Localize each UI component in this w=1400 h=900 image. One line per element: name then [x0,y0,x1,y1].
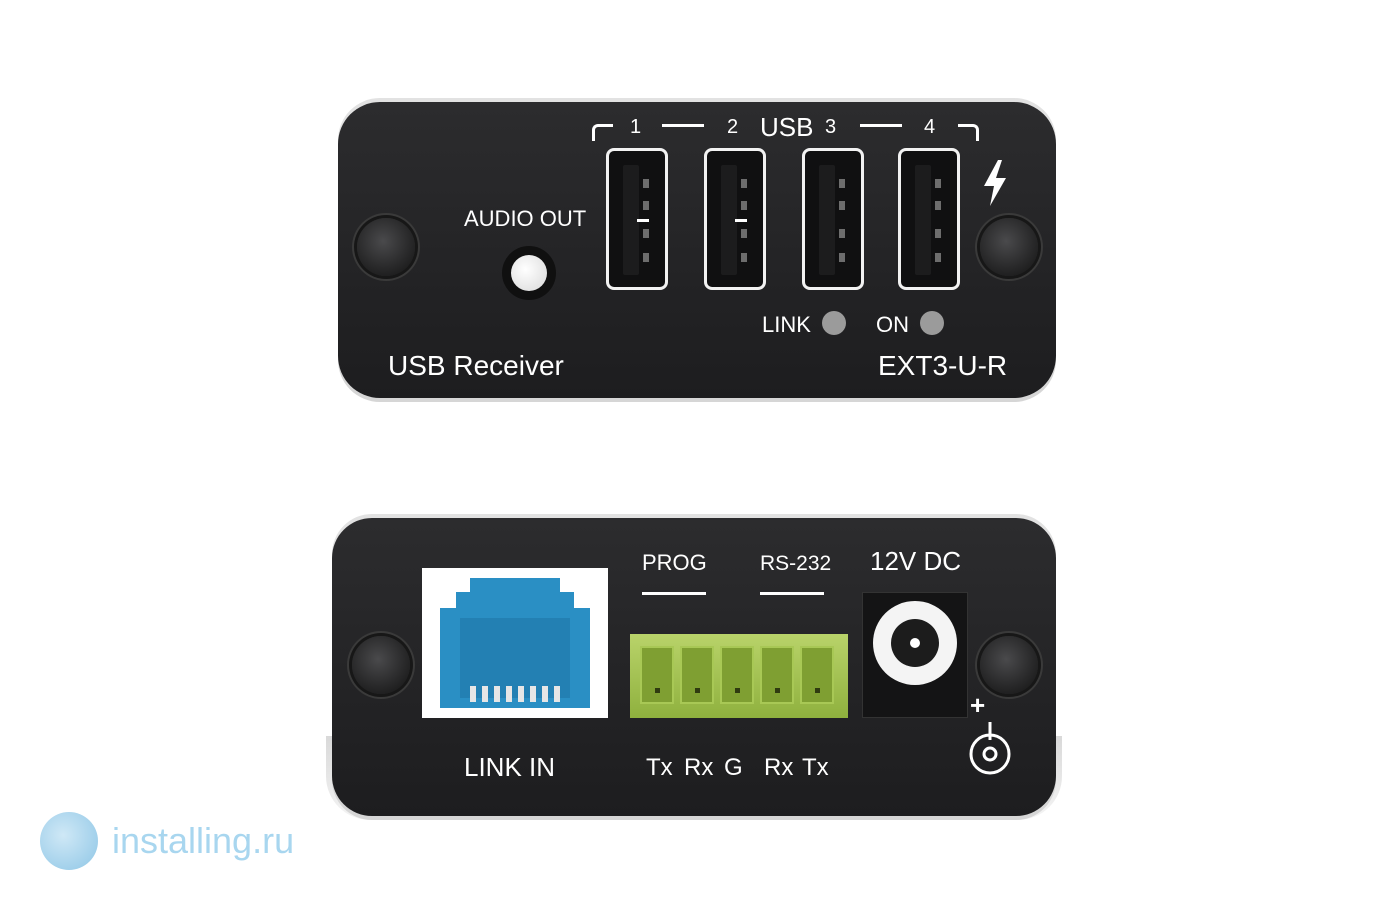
on-led-label: ON [876,312,909,337]
rs232-terminal-block[interactable] [630,634,848,718]
dc-polarity-icon [969,722,1011,775]
terminal-pin-label-4: Rx [764,754,794,781]
watermark-logo-icon [40,812,98,870]
link-led [822,311,846,335]
on-led [920,311,944,335]
usb-bracket-line-2 [860,124,902,127]
usb-port-number-4: 4 [924,116,936,138]
audio-out-jack[interactable] [502,246,556,300]
usb-port-number-2: 2 [727,116,739,138]
usb-port-2[interactable] [704,148,766,290]
terminal-pin-label-1: Tx [646,754,673,781]
link-led-label: LINK [762,312,811,337]
usb-bracket-line-1 [662,124,704,127]
dc-input-label: 12V DC [870,546,962,576]
usb-port-number-3: 3 [825,116,837,138]
audio-out-label: AUDIO OUT [464,206,587,231]
dc-plus-label: + [970,690,986,720]
rs232-underline [760,592,824,595]
front-panel-model: EXT3-U-R [878,350,1008,381]
prog-underline [642,592,706,595]
front-right-screw [980,218,1038,276]
dc-power-jack[interactable] [862,592,968,718]
watermark-text: installing.ru [112,820,295,861]
rs232-label: RS-232 [760,552,832,575]
prog-label: PROG [642,550,707,575]
front-left-screw [357,218,415,276]
rear-left-screw [352,636,410,694]
usb-bracket-right [958,124,979,141]
usb-label: USB [760,112,814,142]
front-panel-title: USB Receiver [388,350,564,381]
rj45-socket-icon [440,578,590,708]
terminal-pin-label-5: Tx [802,754,829,781]
watermark: installing.ru [22,806,314,876]
lightning-bolt-icon [984,160,1006,206]
usb-port-4[interactable] [898,148,960,290]
terminal-pin-label-2: Rx [684,754,714,781]
usb-port-number-1: 1 [630,116,642,138]
link-in-rj45-port[interactable] [422,568,608,718]
usb-port-1[interactable] [606,148,668,290]
terminal-pin-label-3: G [724,754,743,781]
link-in-label: LINK IN [464,752,556,782]
rear-right-screw [980,636,1038,694]
usb-bracket-left [592,124,613,141]
usb-port-3[interactable] [802,148,864,290]
